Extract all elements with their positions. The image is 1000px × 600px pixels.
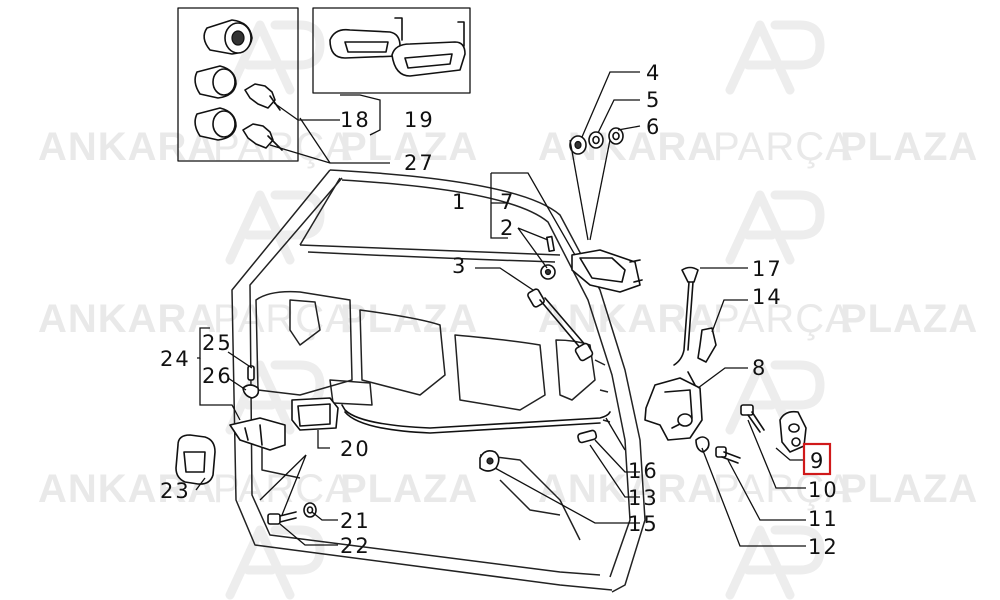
outer-handle-b: [391, 21, 466, 77]
callout-5: 5: [646, 88, 661, 112]
striker-9: [779, 410, 807, 453]
lock-cylinder-a: [203, 19, 253, 55]
bolt-11: [715, 446, 741, 464]
washer-21: [303, 502, 317, 518]
latch-group: [341, 266, 717, 472]
callout-25: 25: [202, 331, 233, 355]
callout-16: 16: [628, 459, 659, 483]
callout-14: 14: [752, 285, 783, 309]
callout-10: 10: [808, 478, 839, 502]
cover-23: [175, 434, 216, 485]
watermark-parca: PARÇA: [713, 125, 853, 169]
callout-9-highlight-box: [802, 442, 832, 476]
callout-24: 24: [160, 347, 191, 371]
callout-4: 4: [646, 61, 661, 85]
callout-8: 8: [752, 356, 767, 380]
watermark-parca: PARÇA: [213, 297, 353, 341]
clip-2: [540, 264, 556, 280]
callout-27: 27: [404, 151, 435, 175]
callout-19: 19: [404, 108, 435, 132]
watermark-plaza: PLAZA: [840, 125, 978, 169]
watermark-plaza: PLAZA: [340, 125, 478, 169]
watermark-plaza: PLAZA: [840, 297, 978, 341]
callout-9: 9: [810, 449, 825, 473]
callout-22: 22: [340, 534, 371, 558]
bolt-10: [740, 404, 765, 433]
knob-17: [673, 266, 699, 366]
watermark-plaza: PLAZA: [340, 297, 478, 341]
key-a: [244, 83, 281, 111]
spring-26: [242, 384, 260, 399]
lock-cylinder-inset: [177, 7, 299, 162]
lock-body-group: [527, 127, 643, 362]
lock-cylinder-b: [194, 65, 237, 99]
door-handle-inset: [312, 7, 471, 94]
pin-7: [546, 235, 555, 253]
watermark-plaza: PLAZA: [840, 467, 978, 511]
bracket-14: [697, 327, 717, 363]
callout-3: 3: [452, 254, 467, 278]
callout-7: 7: [500, 190, 515, 214]
handle-bracket-24: [229, 417, 286, 451]
door-outline: [231, 169, 646, 593]
washer-6: [608, 127, 624, 145]
bezel-20: [291, 397, 339, 431]
callout-18: 18: [340, 108, 371, 132]
clip-15: [479, 450, 500, 472]
watermark-logos: [225, 20, 825, 600]
callout-26: 26: [202, 364, 233, 388]
watermark-ankara: ANKARA: [38, 125, 217, 169]
callout-21: 21: [340, 509, 371, 533]
outer-handle-a: [329, 17, 403, 59]
callout-labels: 4 5 6 1 7 2 3 17 14 8 9 10 11 12 16 13 1…: [160, 61, 839, 559]
latch-8: [644, 371, 703, 441]
callout-17: 17: [752, 257, 783, 281]
callout-12: 12: [808, 535, 839, 559]
callout-6: 6: [646, 115, 661, 139]
lock-actuator-1: [571, 249, 643, 293]
washer-12: [695, 436, 710, 453]
callout-2: 2: [500, 216, 515, 240]
callout-23: 23: [160, 479, 191, 503]
nut-4: [569, 135, 587, 155]
striker-group: [695, 404, 807, 464]
inside-handle-group: [175, 365, 339, 525]
watermark-ankara: ANKARA: [38, 297, 217, 341]
watermark-parca: PARÇA: [213, 467, 353, 511]
callout-15: 15: [628, 512, 659, 536]
washer-5: [588, 131, 604, 149]
watermark-ankara: ANKARA: [538, 125, 717, 169]
callout-11: 11: [808, 507, 839, 531]
watermark-parca: PARÇA: [713, 297, 853, 341]
callout-1: 1: [452, 190, 467, 214]
leader-lines: [195, 71, 806, 547]
callout-20: 20: [340, 437, 371, 461]
lock-cylinder-c: [194, 107, 237, 141]
watermark-plaza: PLAZA: [340, 467, 478, 511]
bolt-22: [267, 511, 297, 525]
rod-3: [527, 288, 594, 362]
clip-13: [577, 429, 598, 444]
pin-25: [247, 365, 255, 381]
callout-13: 13: [628, 486, 659, 510]
